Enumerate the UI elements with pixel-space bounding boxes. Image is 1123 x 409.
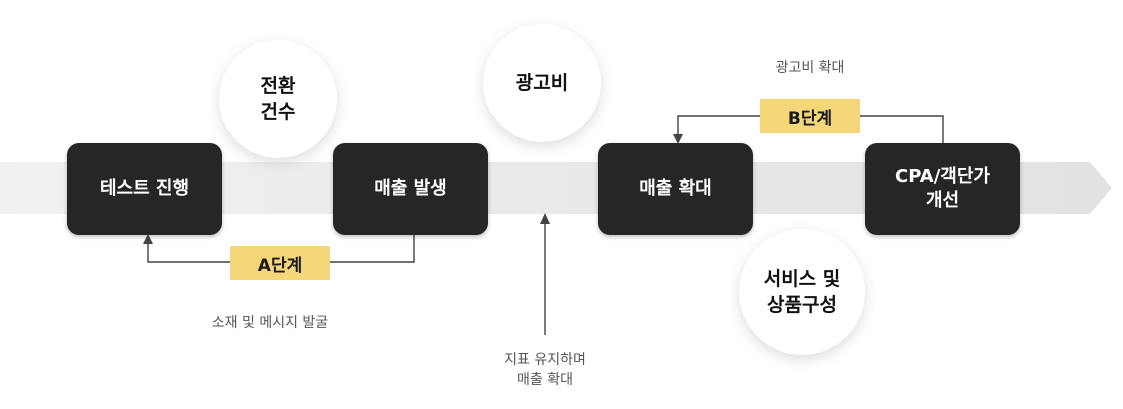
stage-a-arrowhead <box>143 234 153 244</box>
center-up-arrowhead <box>540 213 550 224</box>
step-cpa: CPA/객단가 개선 <box>865 143 1020 235</box>
circle-conversions: 전환 건수 <box>219 40 337 158</box>
step-sales-expand: 매출 확대 <box>598 143 753 235</box>
step-cpa-label: CPA/객단가 개선 <box>895 166 990 211</box>
circle-ad-cost-label: 광고비 <box>515 72 569 94</box>
step-sales-expand-label: 매출 확대 <box>639 178 712 199</box>
stage-b-label: B단계 <box>760 99 860 133</box>
stage-a-label: A단계 <box>230 246 330 280</box>
step-test-label: 테스트 진행 <box>99 178 190 199</box>
circle-conversions-label: 전환 건수 <box>260 75 296 123</box>
circle-service: 서비스 및 상품구성 <box>739 229 865 355</box>
stage-b-arrowhead <box>673 134 683 144</box>
circle-service-label: 서비스 및 상품구성 <box>763 268 841 316</box>
circle-ad-cost: 광고비 <box>483 24 601 142</box>
stage-b-caption: 광고비 확대 <box>775 60 845 76</box>
stage-a-caption: 소재 및 메시지 발굴 <box>211 315 329 331</box>
stage-b-text: B단계 <box>787 108 833 129</box>
center-caption: 지표 유지하며 매출 확대 <box>504 352 586 388</box>
stage-a-text: A단계 <box>257 255 303 276</box>
timeline-band-arrow <box>0 162 1112 214</box>
step-test: 테스트 진행 <box>67 143 222 235</box>
step-sales-occur-label: 매출 발생 <box>374 178 447 199</box>
step-sales-occur: 매출 발생 <box>333 143 488 235</box>
